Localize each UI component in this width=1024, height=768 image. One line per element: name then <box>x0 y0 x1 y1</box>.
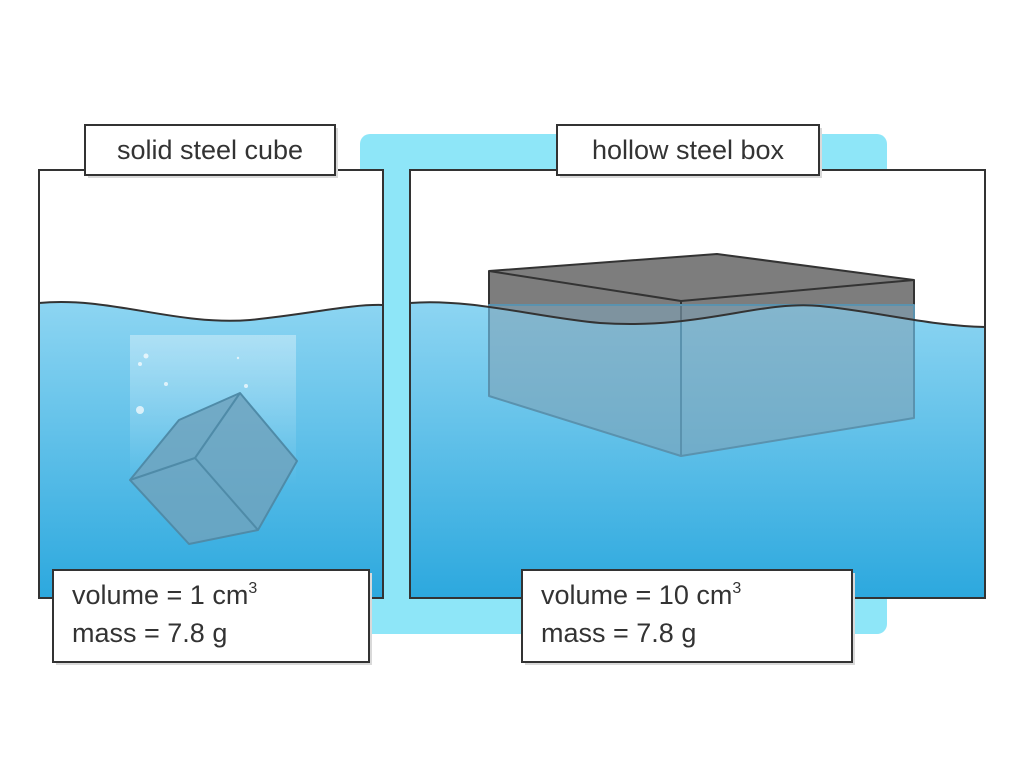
right-beaker <box>409 169 986 599</box>
steel-box-submerged <box>488 304 915 457</box>
right-volume-exponent: 3 <box>732 580 741 597</box>
left-volume-exponent: 3 <box>248 580 257 597</box>
left-water-surface <box>38 301 384 322</box>
bubbles <box>136 353 248 414</box>
right-info-label: volume = 10 cm3 mass = 7.8 g <box>521 569 855 665</box>
left-mass-text: mass = 7.8 g <box>72 618 227 648</box>
steel-cube <box>129 392 298 545</box>
left-title-text: solid steel cube <box>117 135 303 165</box>
left-volume-text: volume = 1 cm3 <box>72 580 257 610</box>
left-beaker <box>38 169 384 599</box>
right-mass-text: mass = 7.8 g <box>541 618 696 648</box>
left-title-label: solid steel cube <box>84 124 338 178</box>
right-title-text: hollow steel box <box>592 135 785 165</box>
left-info-label: volume = 1 cm3 mass = 7.8 g <box>52 569 372 665</box>
right-volume-text: volume = 10 cm3 <box>541 580 741 610</box>
right-title-label: hollow steel box <box>556 124 822 178</box>
right-water-surface <box>409 301 986 328</box>
